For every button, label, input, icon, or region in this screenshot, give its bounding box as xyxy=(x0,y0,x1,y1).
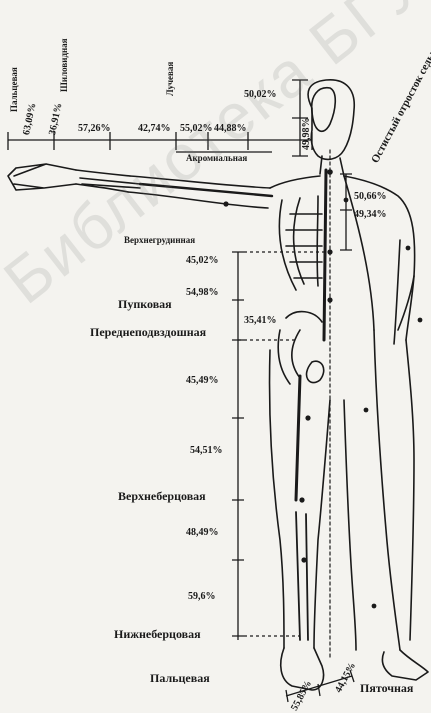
percent-50-66: 50,66% xyxy=(354,192,387,202)
label-styloid: Шиловидная xyxy=(60,38,69,92)
right-leg-outline xyxy=(344,330,400,650)
skull-outline xyxy=(312,88,336,132)
landmark-point xyxy=(372,604,377,609)
landmark-point xyxy=(344,198,349,203)
left-leg-outer xyxy=(269,350,284,648)
landmark-point xyxy=(299,497,304,502)
label-finger-bottom: Пальцевая xyxy=(150,672,210,684)
spine xyxy=(324,170,326,340)
landmark-point xyxy=(327,249,332,254)
landmark-point xyxy=(305,415,310,420)
landmark-point xyxy=(406,246,411,251)
left-arm-upper xyxy=(128,176,270,208)
pelvis xyxy=(278,312,324,384)
left-hand xyxy=(8,164,76,190)
torso-outline xyxy=(270,176,415,340)
label-anterior-iliac: Переднеподвздошная xyxy=(90,326,206,338)
landmark-point xyxy=(364,408,369,413)
landmark-point xyxy=(301,557,306,562)
percent-55-02: 55,02% xyxy=(180,124,213,134)
percent-44-88: 44,88% xyxy=(214,124,247,134)
label-radial: Лучевая xyxy=(166,62,175,96)
label-heel: Пяточная xyxy=(360,682,413,694)
percent-49-98: 49,98% xyxy=(302,118,312,151)
percent-48-49: 48,49% xyxy=(186,528,219,538)
percent-42-74: 42,74% xyxy=(138,124,171,134)
label-finger-top: Пальцевая xyxy=(10,67,19,112)
percent-57-26: 57,26% xyxy=(78,124,111,134)
landmark-point xyxy=(418,318,423,323)
label-acromial: Акромиальная xyxy=(186,154,247,163)
percent-45-02: 45,02% xyxy=(186,256,219,266)
percent-54-51: 54,51% xyxy=(190,446,223,456)
label-suprasternal: Верхнегрудинная xyxy=(124,236,195,245)
label-tibial-upper: Верхнеберцовая xyxy=(118,490,206,502)
label-umbilical: Пупковая xyxy=(118,298,172,310)
right-foot xyxy=(382,650,428,680)
label-tibial-lower: Нижнеберцовая xyxy=(114,628,201,640)
tibia-bone xyxy=(296,512,308,640)
femur-bone xyxy=(296,376,300,500)
percent-35-41: 35,41% xyxy=(244,316,277,326)
trunk-upper-dimension-line xyxy=(340,174,352,250)
humerus-bone xyxy=(140,184,272,196)
percent-45-49: 45,49% xyxy=(186,376,219,386)
percent-54-98: 54,98% xyxy=(186,288,219,298)
percent-59-6: 59,6% xyxy=(188,592,216,602)
body-height-dimension-line xyxy=(232,252,244,640)
percent-49-34: 49,34% xyxy=(354,210,387,220)
rib-cage xyxy=(279,196,322,290)
landmark-point xyxy=(327,297,332,302)
left-leg-inner xyxy=(314,400,330,648)
landmark-point xyxy=(223,201,228,206)
landmark-point xyxy=(327,169,333,175)
percent-50-02: 50,02% xyxy=(244,90,277,100)
